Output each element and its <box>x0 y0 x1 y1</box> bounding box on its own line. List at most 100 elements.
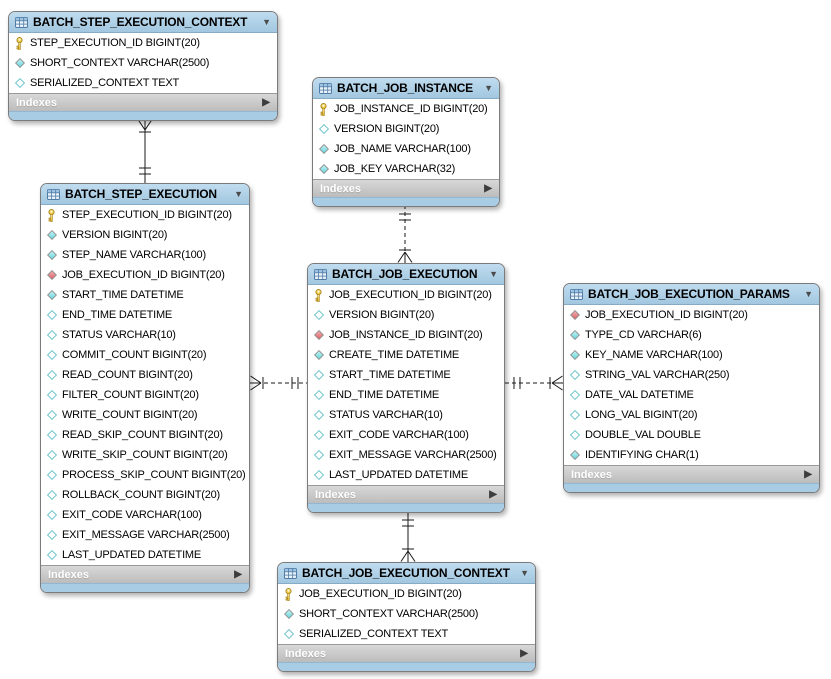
column-row[interactable]: STEP_EXECUTION_ID BIGINT(20) <box>9 33 277 53</box>
indexes-row[interactable]: Indexes ▶ <box>278 644 535 662</box>
relationship-batch-step-execution--batch-job-execution[interactable] <box>250 375 307 391</box>
column-row[interactable]: SHORT_CONTEXT VARCHAR(2500) <box>278 604 535 624</box>
table-batch-step-execution[interactable]: BATCH_STEP_EXECUTION ▼ STEP_EXECUTION_ID… <box>40 183 250 593</box>
table-batch-job-instance[interactable]: BATCH_JOB_INSTANCE ▼ JOB_INSTANCE_ID BIG… <box>312 77 500 207</box>
column-row[interactable]: COMMIT_COUNT BIGINT(20) <box>41 345 249 365</box>
column-row[interactable]: VERSION BIGINT(20) <box>313 119 499 139</box>
table-header[interactable]: BATCH_JOB_INSTANCE ▼ <box>313 78 499 99</box>
nullable-column-icon <box>313 310 324 320</box>
column-row[interactable]: VERSION BIGINT(20) <box>308 305 504 325</box>
column-row[interactable]: TYPE_CD VARCHAR(6) <box>564 325 819 345</box>
column-row[interactable]: START_TIME DATETIME <box>41 285 249 305</box>
notnull-column-icon <box>46 230 57 240</box>
relationship-batch-job-execution--batch-job-execution-params[interactable] <box>505 375 563 391</box>
column-row[interactable]: PROCESS_SKIP_COUNT BIGINT(20) <box>41 465 249 485</box>
column-row[interactable]: JOB_KEY VARCHAR(32) <box>313 159 499 179</box>
indexes-row[interactable]: Indexes ▶ <box>313 179 499 197</box>
column-row[interactable]: SHORT_CONTEXT VARCHAR(2500) <box>9 53 277 73</box>
indexes-row[interactable]: Indexes ▶ <box>308 485 504 503</box>
table-batch-job-execution-params[interactable]: BATCH_JOB_EXECUTION_PARAMS ▼ JOB_EXECUTI… <box>563 283 820 493</box>
column-row[interactable]: DATE_VAL DATETIME <box>564 385 819 405</box>
column-definition: JOB_INSTANCE_ID BIGINT(20) <box>334 103 488 115</box>
expand-arrow-icon[interactable]: ▶ <box>520 647 528 659</box>
relationship-batch-step-execution-context--batch-step-execution[interactable] <box>137 119 153 183</box>
primary-key-icon <box>283 587 294 601</box>
column-definition: FILTER_COUNT BIGINT(20) <box>62 389 199 401</box>
column-row[interactable]: ROLLBACK_COUNT BIGINT(20) <box>41 485 249 505</box>
column-row[interactable]: STEP_NAME VARCHAR(100) <box>41 245 249 265</box>
expand-arrow-icon[interactable]: ▶ <box>484 182 492 194</box>
column-row[interactable]: READ_COUNT BIGINT(20) <box>41 365 249 385</box>
column-row[interactable]: LONG_VAL BIGINT(20) <box>564 405 819 425</box>
indexes-row[interactable]: Indexes ▶ <box>41 565 249 583</box>
column-row[interactable]: START_TIME DATETIME <box>308 365 504 385</box>
nullable-column-icon <box>313 450 324 460</box>
table-header[interactable]: BATCH_STEP_EXECUTION ▼ <box>41 184 249 205</box>
expand-arrow-icon[interactable]: ▶ <box>804 468 812 480</box>
column-row[interactable]: LAST_UPDATED DATETIME <box>308 465 504 485</box>
column-row[interactable]: DOUBLE_VAL DOUBLE <box>564 425 819 445</box>
column-row[interactable]: STATUS VARCHAR(10) <box>41 325 249 345</box>
column-row[interactable]: READ_SKIP_COUNT BIGINT(20) <box>41 425 249 445</box>
column-row[interactable]: STRING_VAL VARCHAR(250) <box>564 365 819 385</box>
nullable-column-icon <box>46 550 57 560</box>
column-row[interactable]: JOB_INSTANCE_ID BIGINT(20) <box>313 99 499 119</box>
column-row[interactable]: EXIT_MESSAGE VARCHAR(2500) <box>41 525 249 545</box>
column-row[interactable]: LAST_UPDATED DATETIME <box>41 545 249 565</box>
column-row[interactable]: JOB_EXECUTION_ID BIGINT(20) <box>278 584 535 604</box>
column-row[interactable]: SERIALIZED_CONTEXT TEXT <box>278 624 535 644</box>
column-row[interactable]: WRITE_COUNT BIGINT(20) <box>41 405 249 425</box>
relationship-batch-job-instance--batch-job-execution[interactable] <box>397 205 413 263</box>
indexes-row[interactable]: Indexes ▶ <box>9 93 277 111</box>
table-header[interactable]: BATCH_JOB_EXECUTION_PARAMS ▼ <box>564 284 819 305</box>
column-row[interactable]: SERIALIZED_CONTEXT TEXT <box>9 73 277 93</box>
table-batch-step-execution-context[interactable]: BATCH_STEP_EXECUTION_CONTEXT ▼ STEP_EXEC… <box>8 11 278 121</box>
nullable-column-icon <box>313 410 324 420</box>
table-icon <box>284 567 297 579</box>
column-row[interactable]: KEY_NAME VARCHAR(100) <box>564 345 819 365</box>
collapse-arrow-icon[interactable]: ▼ <box>484 82 493 93</box>
expand-arrow-icon[interactable]: ▶ <box>262 96 270 108</box>
column-row[interactable]: JOB_EXECUTION_ID BIGINT(20) <box>564 305 819 325</box>
column-row[interactable]: JOB_EXECUTION_ID BIGINT(20) <box>308 285 504 305</box>
column-row[interactable]: EXIT_MESSAGE VARCHAR(2500) <box>308 445 504 465</box>
indexes-label: Indexes <box>285 647 326 660</box>
column-row[interactable]: IDENTIFYING CHAR(1) <box>564 445 819 465</box>
column-row[interactable]: FILTER_COUNT BIGINT(20) <box>41 385 249 405</box>
table-batch-job-execution-context[interactable]: BATCH_JOB_EXECUTION_CONTEXT ▼ JOB_EXECUT… <box>277 562 536 672</box>
table-header[interactable]: BATCH_JOB_EXECUTION_CONTEXT ▼ <box>278 563 535 584</box>
table-batch-job-execution[interactable]: BATCH_JOB_EXECUTION ▼ JOB_EXECUTION_ID B… <box>307 263 505 513</box>
collapse-arrow-icon[interactable]: ▼ <box>234 188 243 199</box>
collapse-arrow-icon[interactable]: ▼ <box>489 268 498 279</box>
column-row[interactable]: JOB_NAME VARCHAR(100) <box>313 139 499 159</box>
collapse-arrow-icon[interactable]: ▼ <box>262 16 271 27</box>
notnull-column-icon <box>318 144 329 154</box>
column-definition: STRING_VAL VARCHAR(250) <box>585 369 730 381</box>
table-header[interactable]: BATCH_STEP_EXECUTION_CONTEXT ▼ <box>9 12 277 33</box>
relationship-batch-job-execution--batch-job-execution-context[interactable] <box>400 511 416 562</box>
column-row[interactable]: STEP_EXECUTION_ID BIGINT(20) <box>41 205 249 225</box>
column-row[interactable]: EXIT_CODE VARCHAR(100) <box>41 505 249 525</box>
collapse-arrow-icon[interactable]: ▼ <box>804 288 813 299</box>
table-header[interactable]: BATCH_JOB_EXECUTION ▼ <box>308 264 504 285</box>
column-row[interactable]: WRITE_SKIP_COUNT BIGINT(20) <box>41 445 249 465</box>
nullable-column-icon <box>46 310 57 320</box>
indexes-row[interactable]: Indexes ▶ <box>564 465 819 483</box>
column-definition: EXIT_MESSAGE VARCHAR(2500) <box>62 529 230 541</box>
column-row[interactable]: END_TIME DATETIME <box>41 305 249 325</box>
column-row[interactable]: CREATE_TIME DATETIME <box>308 345 504 365</box>
column-row[interactable]: STATUS VARCHAR(10) <box>308 405 504 425</box>
column-row[interactable]: JOB_EXECUTION_ID BIGINT(20) <box>41 265 249 285</box>
column-definition: SHORT_CONTEXT VARCHAR(2500) <box>299 608 479 620</box>
expand-arrow-icon[interactable]: ▶ <box>234 568 242 580</box>
column-row[interactable]: EXIT_CODE VARCHAR(100) <box>308 425 504 445</box>
column-row[interactable]: END_TIME DATETIME <box>308 385 504 405</box>
column-definition: KEY_NAME VARCHAR(100) <box>585 349 723 361</box>
collapse-arrow-icon[interactable]: ▼ <box>520 567 529 578</box>
nullable-column-icon <box>46 470 57 480</box>
expand-arrow-icon[interactable]: ▶ <box>489 488 497 500</box>
column-definition: EXIT_MESSAGE VARCHAR(2500) <box>329 449 497 461</box>
column-row[interactable]: VERSION BIGINT(20) <box>41 225 249 245</box>
column-row[interactable]: JOB_INSTANCE_ID BIGINT(20) <box>308 325 504 345</box>
